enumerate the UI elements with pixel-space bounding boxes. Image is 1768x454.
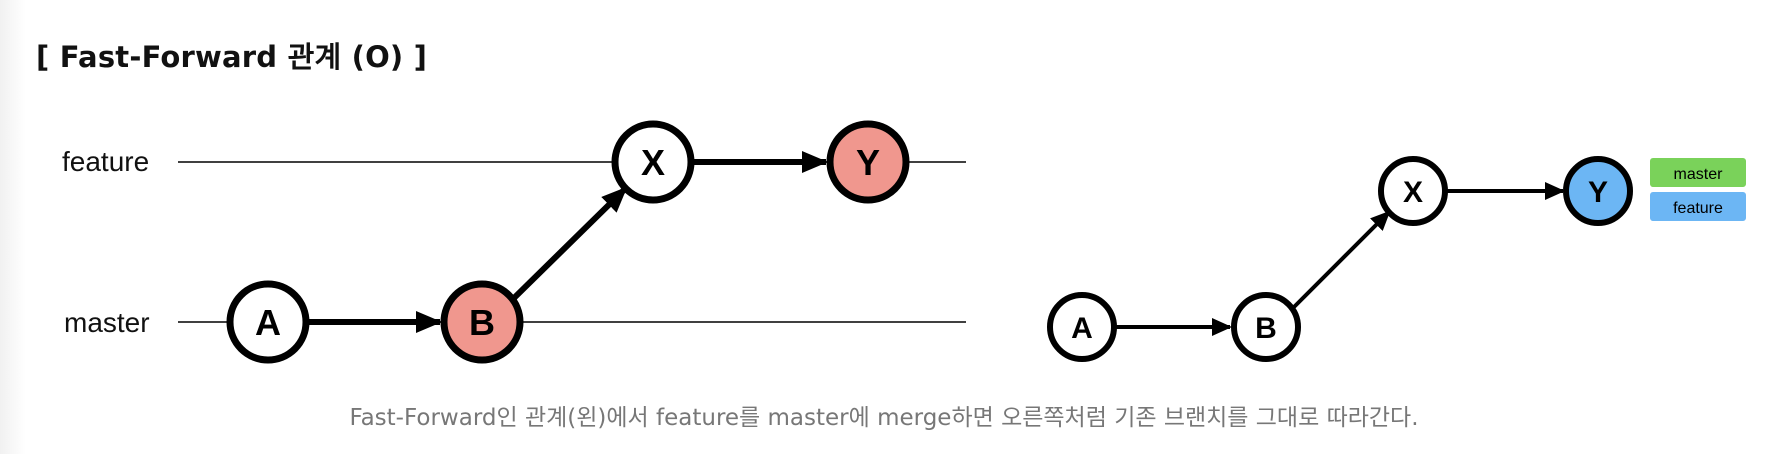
commit-label-b: B <box>469 302 495 343</box>
edge-right-b-x <box>1291 210 1391 310</box>
right-commit-label-b: B <box>1255 312 1277 345</box>
right-commit-b: B <box>1231 292 1301 362</box>
commit-label-y: Y <box>856 142 880 183</box>
branch-label-feature: feature <box>62 146 149 177</box>
edge-b-x <box>511 185 629 301</box>
right-commit-label-a: A <box>1071 312 1093 345</box>
right-commit-label-x: X <box>1403 176 1423 209</box>
right-commit-x: X <box>1378 156 1448 226</box>
commit-a: A <box>226 280 310 364</box>
right-diagram: A B X Y master feature <box>1047 156 1746 362</box>
commit-x: X <box>611 120 695 204</box>
figure-title: [ Fast-Forward 관계 (O) ] <box>36 40 428 74</box>
commit-y: Y <box>826 120 910 204</box>
tag-feature-label: feature <box>1673 200 1723 217</box>
right-commit-label-y: Y <box>1588 176 1608 209</box>
tag-master: master <box>1650 158 1746 187</box>
branch-label-master: master <box>64 307 150 338</box>
right-commit-y: Y <box>1563 156 1633 226</box>
tag-master-label: master <box>1674 166 1724 183</box>
right-commit-a: A <box>1047 292 1117 362</box>
commit-label-x: X <box>641 142 665 183</box>
commit-label-a: A <box>255 302 281 343</box>
tag-feature: feature <box>1650 192 1746 221</box>
commit-b: B <box>440 280 524 364</box>
figure-caption: Fast-Forward인 관계(왼)에서 feature를 master에 m… <box>349 405 1419 431</box>
left-diagram: feature master A B X Y <box>62 120 966 364</box>
